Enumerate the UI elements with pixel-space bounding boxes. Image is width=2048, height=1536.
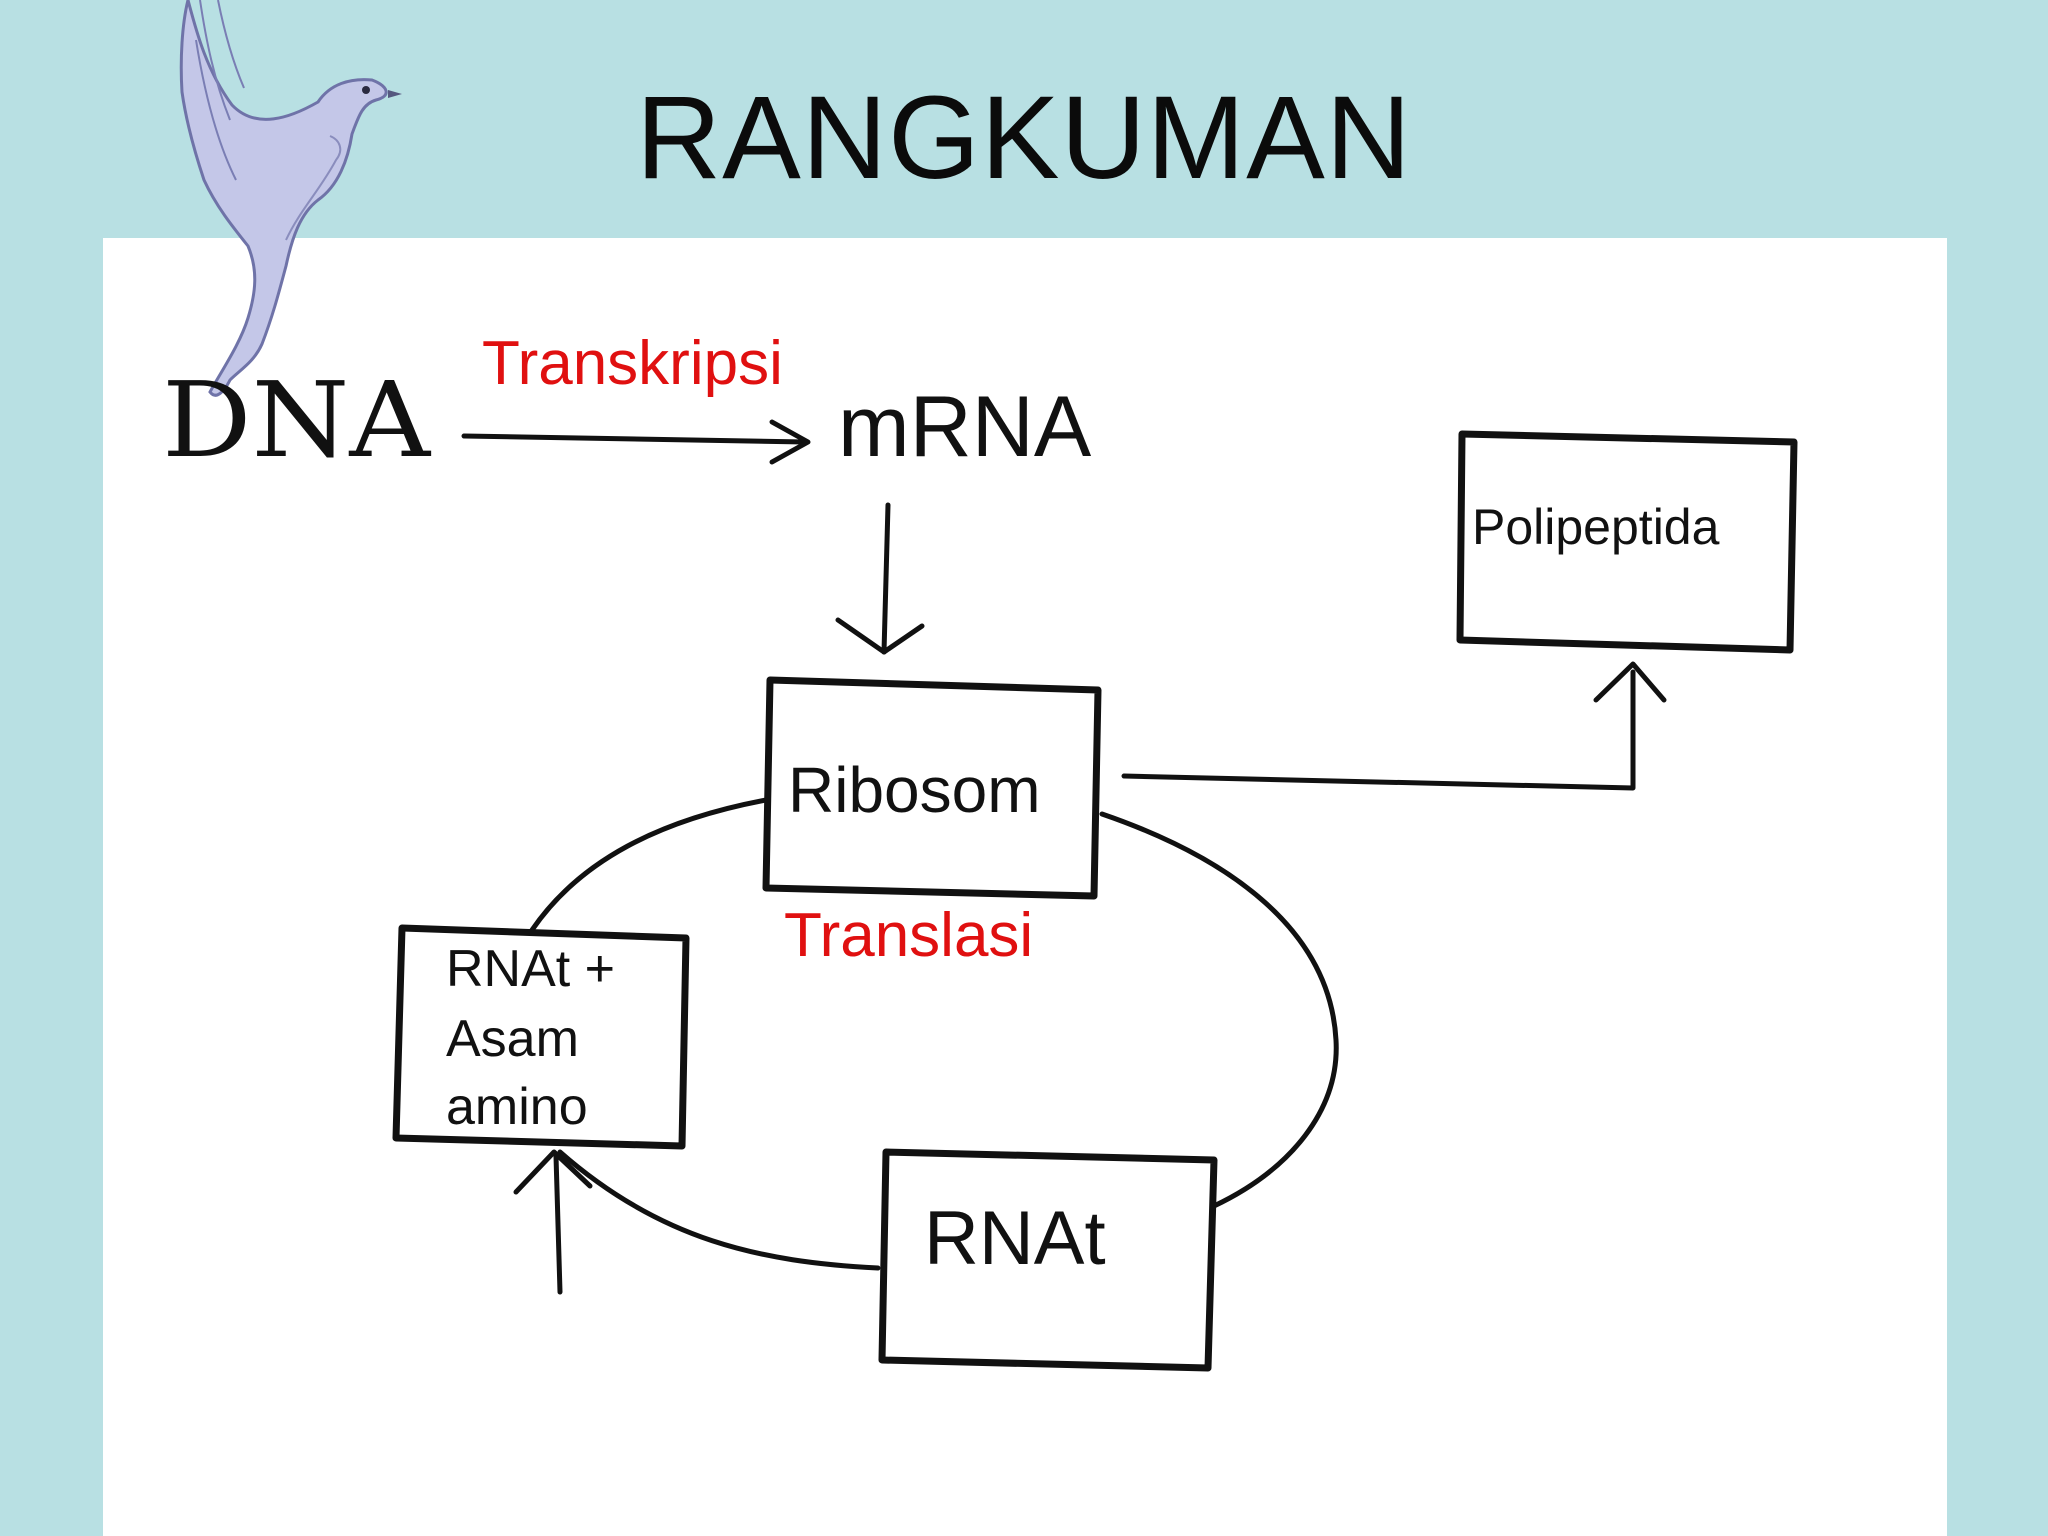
node-rnat-asam-line3: amino — [446, 1078, 588, 1136]
dove-icon — [179, 0, 402, 397]
slide-title: RANGKUMAN — [635, 72, 1413, 204]
amino-input-arrow — [513, 1149, 593, 1295]
rnat-box — [878, 1148, 1218, 1372]
node-dna: DNA — [162, 359, 432, 481]
mrna-to-ribosom-arrow — [835, 502, 925, 655]
polipeptida-box — [1456, 430, 1798, 654]
node-polipeptida: Polipeptida — [1472, 499, 1720, 555]
ribosom-box — [762, 676, 1102, 900]
node-rnat-asam-line2: Asam — [446, 1010, 579, 1068]
ribosom-to-polipeptida-arrow — [1121, 661, 1667, 791]
content-panel — [103, 238, 1947, 1536]
translation-cycle — [529, 797, 1339, 1271]
process-label-transkripsi: Transkripsi — [482, 329, 783, 398]
process-label-translasi: Translasi — [784, 901, 1033, 970]
node-rnat: RNAt — [924, 1196, 1106, 1281]
node-mrna: mRNA — [838, 379, 1092, 475]
node-ribosom: Ribosom — [788, 754, 1041, 826]
rnat-asam-amino-box — [392, 924, 690, 1150]
transkripsi-arrow — [461, 419, 811, 465]
node-rnat-asam-line1: RNAt + — [446, 940, 615, 998]
